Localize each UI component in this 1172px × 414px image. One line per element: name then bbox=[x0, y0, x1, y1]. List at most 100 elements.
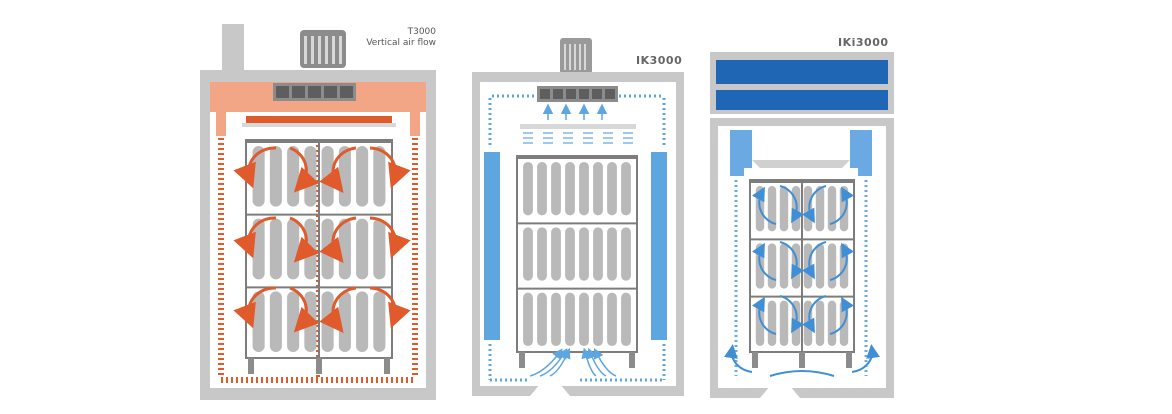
sausage bbox=[373, 218, 386, 280]
sausage bbox=[815, 186, 825, 232]
air-circulation-arrow bbox=[233, 146, 277, 189]
sausage bbox=[593, 227, 603, 281]
air-circulation-arrow bbox=[233, 286, 277, 329]
air-circulation-arrows bbox=[723, 185, 881, 377]
air-circulation-arrow bbox=[233, 216, 277, 259]
sausage bbox=[767, 186, 777, 232]
sausage bbox=[579, 292, 589, 346]
unit-ik3000 bbox=[472, 38, 684, 396]
air-circulation-arrow bbox=[319, 216, 357, 264]
floor-flow-arrow bbox=[549, 347, 571, 377]
nozzle-jet bbox=[623, 137, 633, 139]
sausage bbox=[287, 146, 300, 207]
sausage bbox=[356, 146, 369, 207]
air-circulation-arrow bbox=[369, 216, 411, 259]
product-rack bbox=[516, 155, 638, 368]
sausage bbox=[803, 243, 813, 289]
sausage bbox=[304, 291, 317, 352]
unit-subtitle-t3000: Vertical air flow bbox=[366, 38, 436, 48]
rack-leg bbox=[248, 358, 254, 374]
rack-leg bbox=[799, 352, 805, 368]
air-circulation-arrow bbox=[369, 146, 411, 189]
fan-motor-icon bbox=[560, 38, 592, 74]
unit-title-t3000: T3000 bbox=[407, 27, 436, 37]
sausage bbox=[321, 218, 334, 280]
nozzle-jet bbox=[523, 137, 533, 139]
nozzle-jet bbox=[623, 142, 633, 144]
fan-blade bbox=[340, 86, 353, 98]
fan-blade bbox=[276, 86, 289, 98]
fan-motor-icon bbox=[300, 30, 346, 68]
sausage bbox=[767, 243, 777, 289]
air-circulation-arrow bbox=[752, 242, 777, 281]
air-circulation-arrow bbox=[752, 296, 777, 335]
sausage bbox=[287, 291, 300, 352]
sausage bbox=[815, 243, 825, 289]
unit-title-iki3000: IKi3000 bbox=[838, 36, 889, 49]
floor-flow-arrow bbox=[723, 344, 753, 373]
sausage bbox=[621, 162, 631, 216]
air-circulation-arrow bbox=[369, 286, 411, 329]
air-circulation-arrow bbox=[802, 241, 827, 280]
air-circulation-arrow bbox=[289, 216, 320, 263]
air-circulation-arrow bbox=[802, 185, 827, 224]
sausage bbox=[767, 300, 777, 346]
floor-flow-arrow bbox=[581, 347, 597, 377]
air-circulation-arrow bbox=[289, 146, 320, 193]
sausage bbox=[269, 146, 282, 207]
nozzle-jet bbox=[603, 142, 613, 144]
air-nozzle-bar bbox=[246, 116, 392, 123]
air-circulation-arrow bbox=[779, 295, 804, 334]
air-flow-path bbox=[488, 94, 666, 382]
sausage bbox=[252, 291, 265, 352]
air-circulation-arrow bbox=[289, 286, 320, 333]
sausage bbox=[373, 146, 386, 207]
fan-blade bbox=[579, 89, 589, 99]
left-air-duct bbox=[730, 130, 752, 176]
sausage bbox=[523, 292, 533, 346]
sausage bbox=[779, 300, 789, 346]
fan-blade bbox=[292, 86, 305, 98]
air-circulation-arrow bbox=[802, 295, 827, 334]
nozzle-jet bbox=[543, 132, 553, 134]
air-circulation-arrow bbox=[779, 185, 804, 224]
nozzle-jet bbox=[543, 137, 553, 139]
nozzle-jet bbox=[523, 132, 533, 134]
sausage bbox=[269, 291, 282, 352]
sausage bbox=[607, 162, 617, 216]
cabinet-interior bbox=[480, 82, 676, 386]
chimney bbox=[222, 24, 244, 72]
sausage bbox=[252, 146, 265, 207]
sausage bbox=[551, 162, 561, 216]
sausage bbox=[565, 162, 575, 216]
sausage bbox=[338, 291, 351, 352]
sausage bbox=[827, 300, 837, 346]
sausage bbox=[321, 146, 334, 207]
heat-exchanger-lower bbox=[716, 90, 888, 110]
sausage bbox=[373, 291, 386, 352]
floor-flow-arrow bbox=[587, 347, 607, 377]
sausage bbox=[537, 162, 547, 216]
rack-leg bbox=[384, 358, 390, 374]
sausage bbox=[537, 292, 547, 346]
floor-flow-arrow bbox=[851, 344, 881, 373]
rack-frame bbox=[516, 155, 638, 353]
unit-title-ik3000: IK3000 bbox=[636, 54, 683, 67]
heat-exchanger-upper bbox=[716, 60, 888, 84]
sausage bbox=[607, 292, 617, 346]
sausage bbox=[287, 218, 300, 280]
sausage bbox=[593, 292, 603, 346]
air-circulation-arrow bbox=[319, 286, 357, 334]
unit-iki3000 bbox=[710, 52, 894, 398]
nozzle-jet bbox=[583, 137, 593, 139]
sausage bbox=[523, 227, 533, 281]
right-air-duct bbox=[850, 130, 872, 176]
sausage bbox=[579, 162, 589, 216]
unit-t3000 bbox=[200, 24, 436, 400]
nozzle-jet bbox=[583, 142, 593, 144]
sausage bbox=[537, 227, 547, 281]
nozzle-jet bbox=[523, 142, 533, 144]
fan-blade bbox=[605, 89, 615, 99]
nozzle-jet bbox=[583, 132, 593, 134]
air-flow-arrows bbox=[529, 103, 617, 377]
